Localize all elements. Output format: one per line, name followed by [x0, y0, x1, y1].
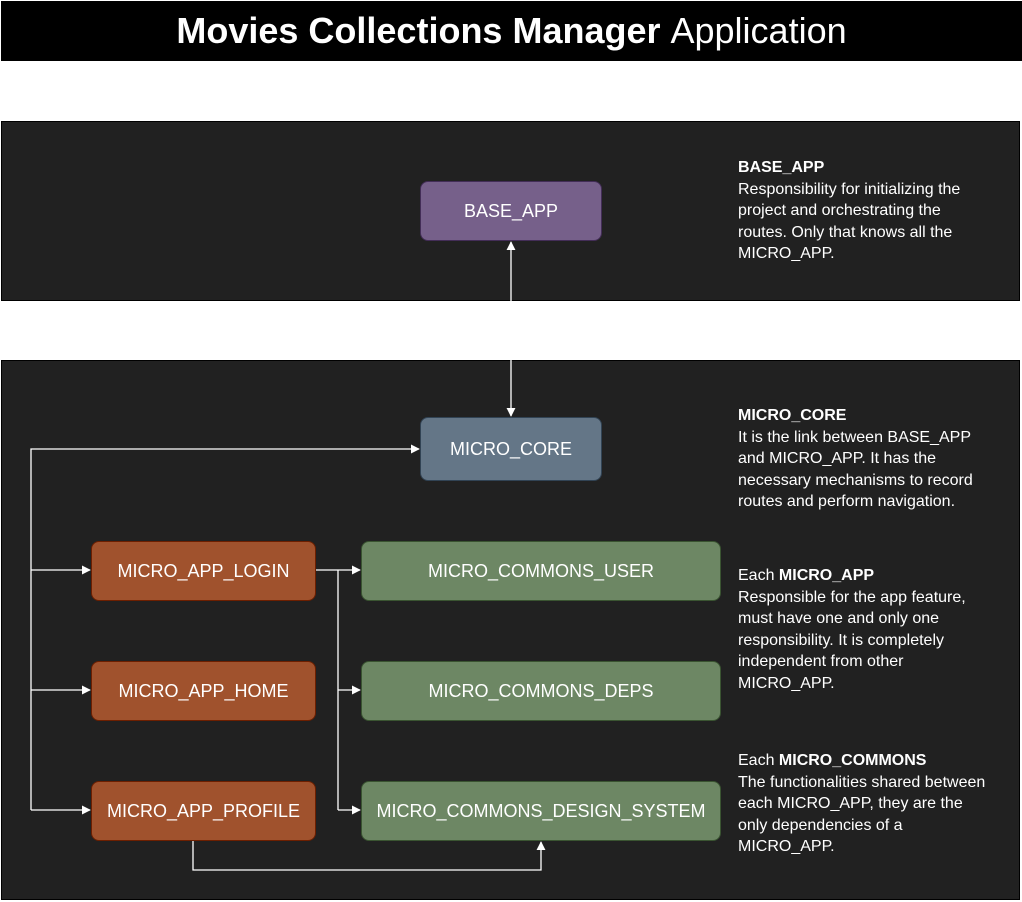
- description-line: MICRO_APP.: [738, 838, 835, 855]
- title-bold: Movies Collections Manager: [176, 10, 661, 51]
- node-micro-commons-design-system: MICRO_COMMONS_DESIGN_SYSTEM: [361, 781, 721, 841]
- description-line: routes and perform navigation.: [738, 493, 956, 510]
- node-micro-commons-deps: MICRO_COMMONS_DEPS: [361, 661, 721, 721]
- description-heading-prefix: Each: [738, 567, 779, 584]
- description-line: Responsible for the app feature,: [738, 588, 966, 606]
- description-micro-app: Each MICRO_APP Responsible for the app f…: [738, 565, 966, 694]
- description-line: must have one and only one: [738, 610, 940, 627]
- description-heading-prefix: Each: [738, 752, 779, 769]
- description-line: The functionalities shared between: [738, 773, 986, 791]
- description-heading: MICRO_APP: [778, 567, 875, 584]
- description-line: responsibility. It is completely: [738, 631, 944, 649]
- description-line: routes. Only that knows all the: [738, 223, 953, 241]
- description-line: independent from other: [738, 653, 904, 670]
- node-micro-app-login: MICRO_APP_LOGIN: [91, 541, 316, 601]
- description-micro-core: MICRO_CORE It is the link between BASE_A…: [738, 405, 973, 513]
- description-line: MICRO_APP.: [738, 245, 835, 262]
- description-line: project and orchestrating the: [738, 202, 941, 219]
- description-line: Responsibility for initializing the: [738, 180, 961, 198]
- title-regular: Application: [670, 10, 847, 51]
- description-line: only dependencies of a: [738, 816, 903, 834]
- node-micro-app-home: MICRO_APP_HOME: [91, 661, 316, 721]
- description-micro-commons: Each MICRO_COMMONS The functionalities s…: [738, 750, 985, 858]
- description-heading: MICRO_COMMONS: [778, 752, 927, 769]
- node-micro-app-profile: MICRO_APP_PROFILE: [91, 781, 316, 841]
- description-heading: MICRO_CORE: [738, 407, 847, 424]
- description-line: and MICRO_APP. It has the: [738, 450, 937, 467]
- description-heading: BASE_APP: [738, 159, 825, 176]
- description-line: It is the link between BASE_APP: [738, 428, 972, 446]
- node-micro-core: MICRO_CORE: [420, 417, 602, 481]
- node-base-app: BASE_APP: [420, 181, 602, 241]
- description-line: each MICRO_APP, they are the: [738, 795, 963, 812]
- description-line: MICRO_APP.: [738, 674, 835, 692]
- node-micro-commons-user: MICRO_COMMONS_USER: [361, 541, 721, 601]
- diagram-title: Movies Collections Manager Application: [1, 1, 1022, 61]
- description-line: necessary mechanisms to record: [738, 471, 973, 489]
- description-base-app: BASE_APP Responsibility for initializing…: [738, 157, 960, 265]
